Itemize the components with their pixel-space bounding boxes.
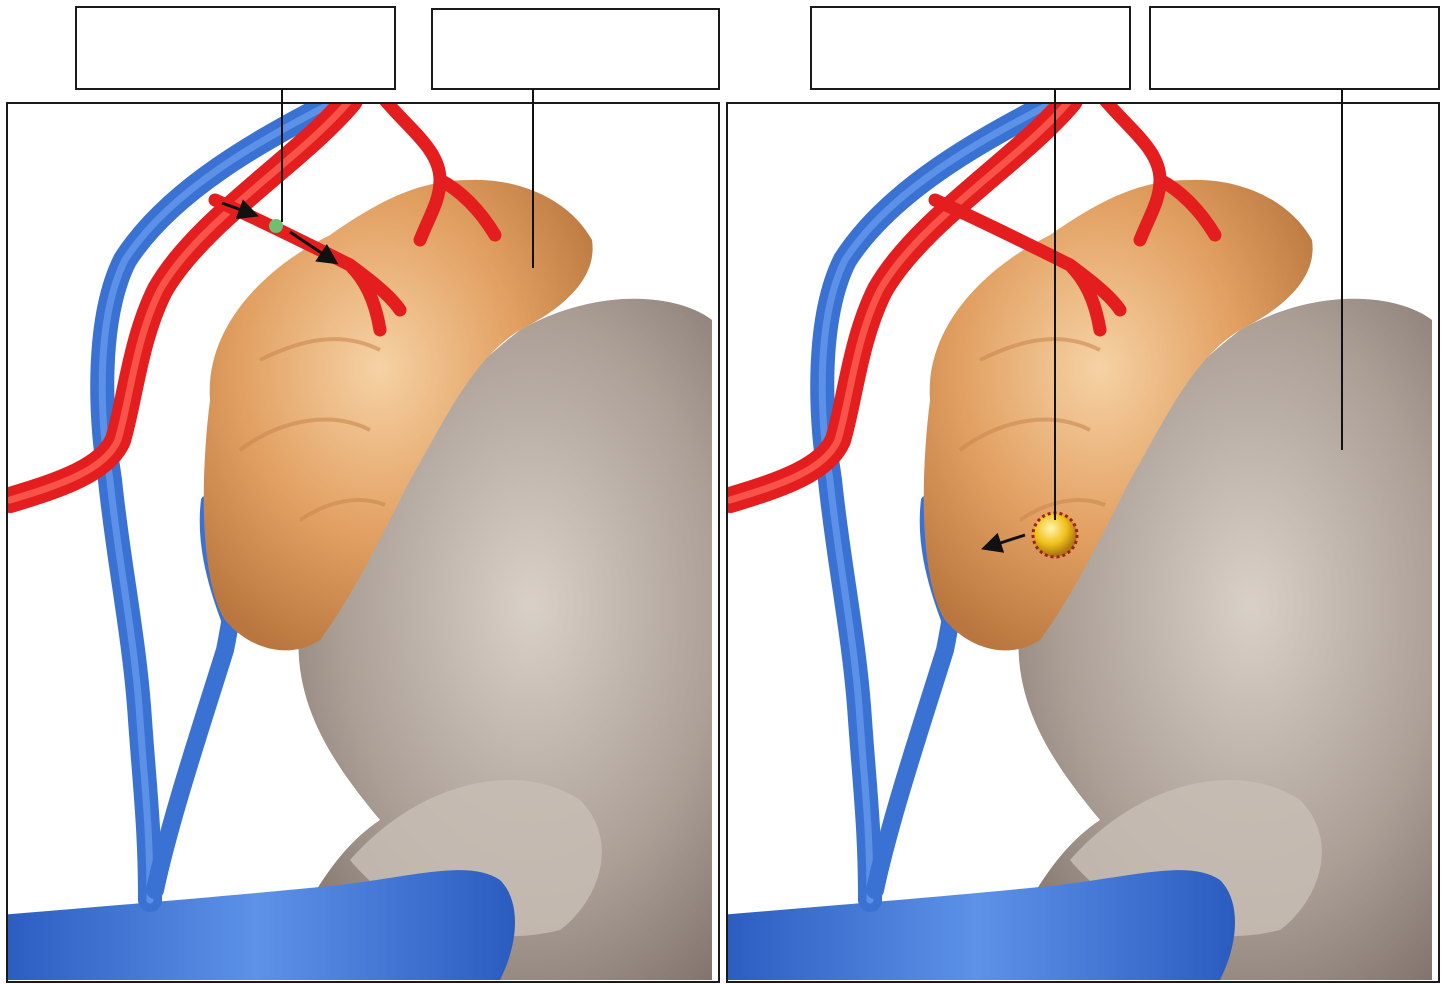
left-panel bbox=[0, 100, 712, 980]
label-box-gland bbox=[431, 8, 720, 90]
label-box-artery bbox=[75, 6, 396, 90]
label-box-tumor bbox=[810, 6, 1131, 90]
hormone-marker bbox=[269, 219, 283, 233]
right-panel bbox=[720, 100, 1432, 980]
label-box-organ bbox=[1149, 6, 1440, 90]
